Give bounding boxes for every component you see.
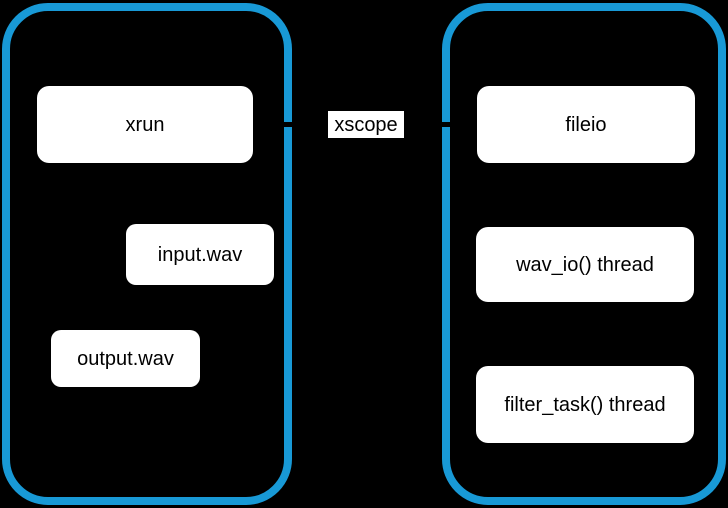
- node-filter-task-thread: filter_task() thread: [476, 366, 694, 443]
- node-output-wav: output.wav: [51, 330, 200, 387]
- node-xrun: xrun: [37, 86, 253, 163]
- node-input-wav: input.wav: [126, 224, 274, 285]
- node-fileio: fileio: [477, 86, 695, 163]
- xscope-connector-label: xscope: [328, 111, 404, 138]
- node-wav-io-thread: wav_io() thread: [476, 227, 694, 302]
